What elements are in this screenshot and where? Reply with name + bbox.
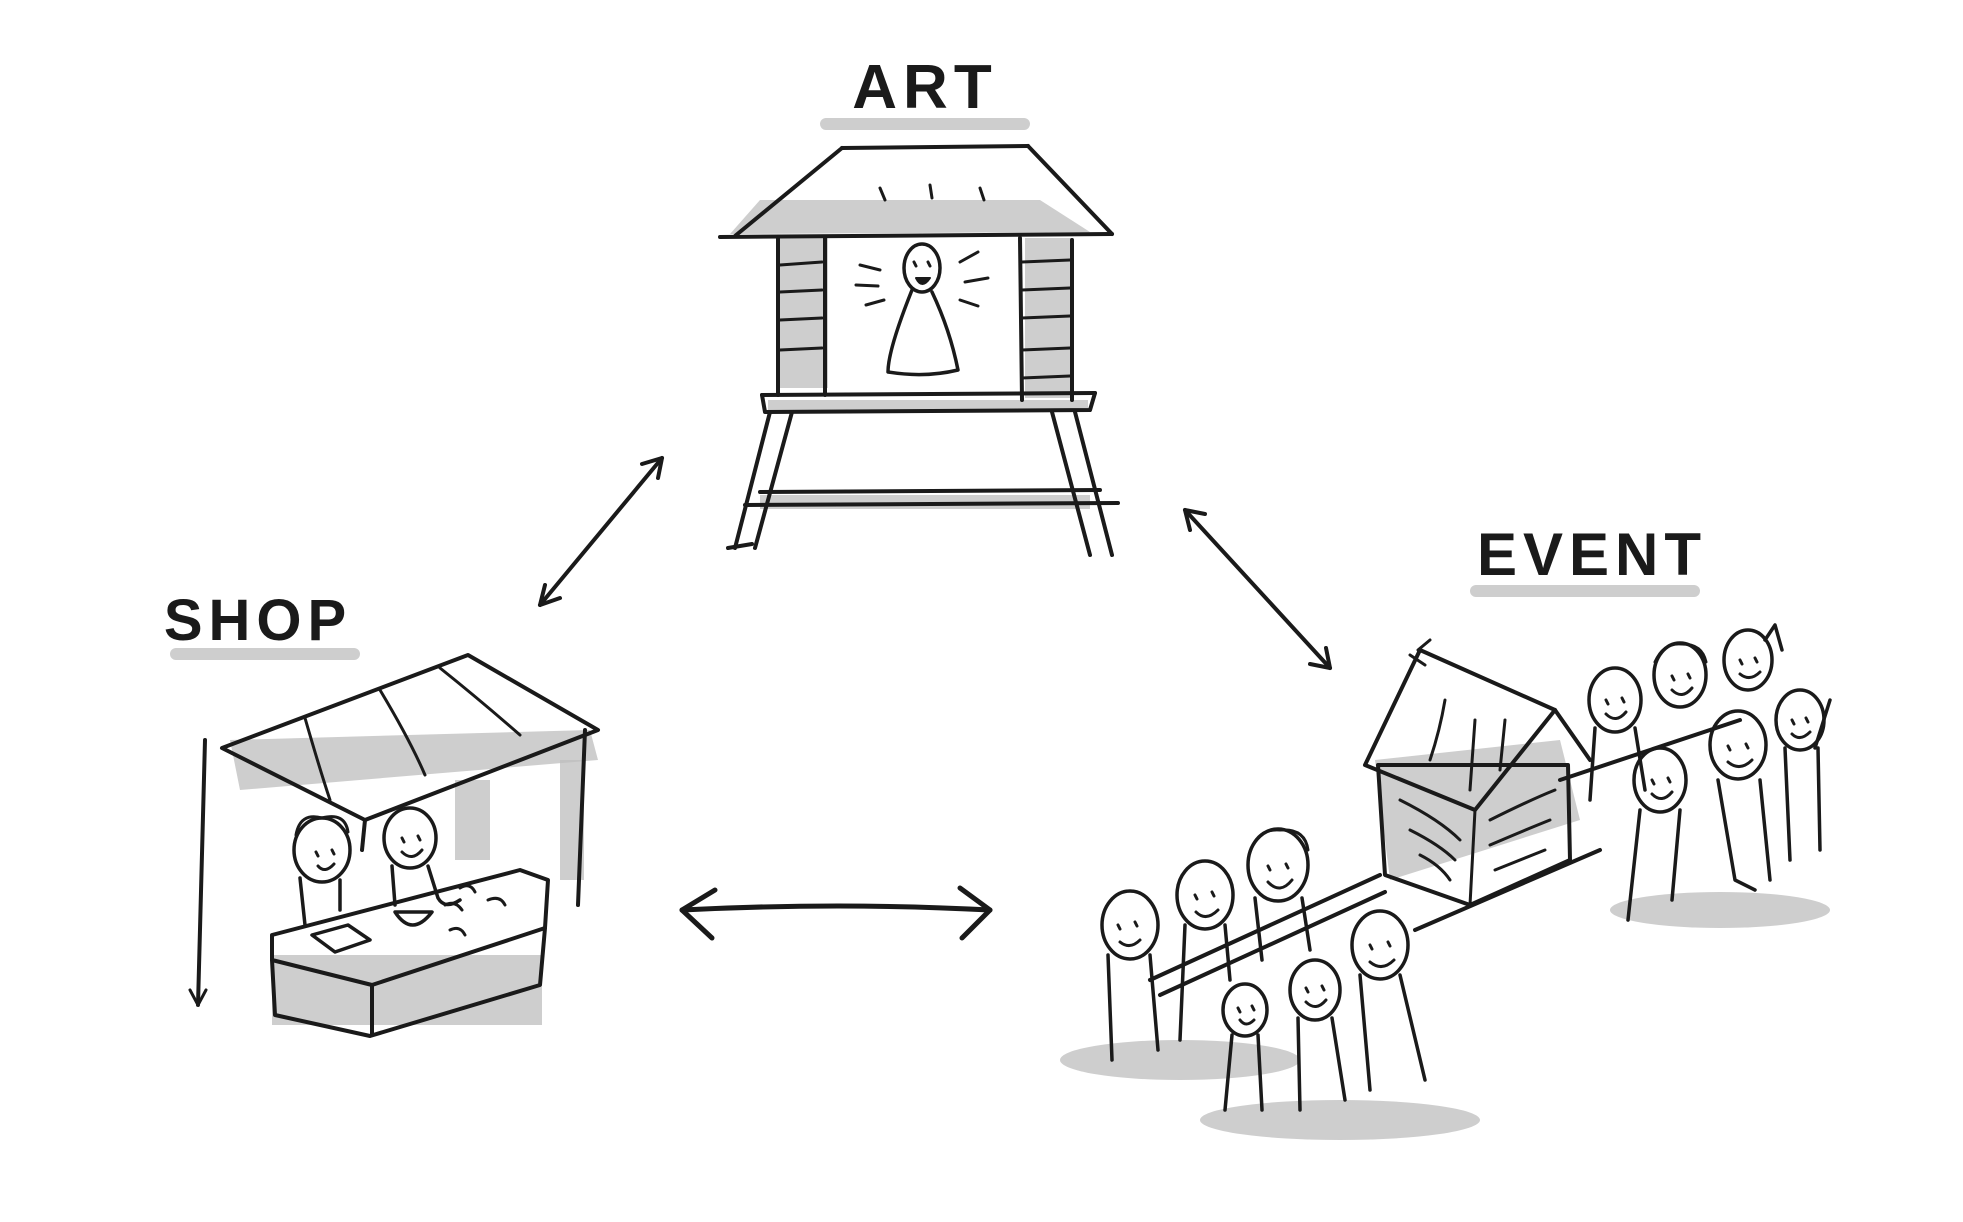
crowd-person (1774, 688, 1832, 862)
mikoshi-shrine (1148, 638, 1742, 997)
crowd-group (1587, 623, 1832, 928)
performer-figure (854, 242, 990, 377)
crowd-person (1288, 958, 1347, 1112)
crowd-person (1175, 859, 1235, 1042)
arrow-shop-art (538, 456, 664, 607)
crowd-person (1246, 827, 1312, 962)
art-node: ART (718, 53, 1120, 557)
shop-label-underline (170, 648, 360, 660)
arrow-shop-event (679, 885, 993, 941)
crowd-person (1100, 889, 1160, 1062)
shop-label: SHOP (164, 588, 352, 653)
art-label-underline (820, 118, 1030, 130)
crowd-person (1652, 641, 1708, 709)
crowd-person (1722, 623, 1784, 692)
arrow-art-event (1183, 508, 1332, 670)
crowd-person (1708, 709, 1772, 892)
event-label-underline (1470, 585, 1700, 597)
event-label: EVENT (1477, 521, 1707, 588)
seller-figure (292, 815, 352, 927)
event-node: EVENT (1060, 521, 1832, 1140)
crowd-group (1060, 827, 1480, 1140)
crowd-person (1626, 746, 1688, 922)
shop-node: SHOP (164, 588, 600, 1038)
art-stage-building (718, 144, 1120, 557)
art-label: ART (852, 53, 997, 122)
crowd-person (1350, 909, 1427, 1092)
market-stall (188, 653, 600, 1038)
crowd-person (1221, 982, 1269, 1112)
crowd-person (1587, 666, 1647, 802)
